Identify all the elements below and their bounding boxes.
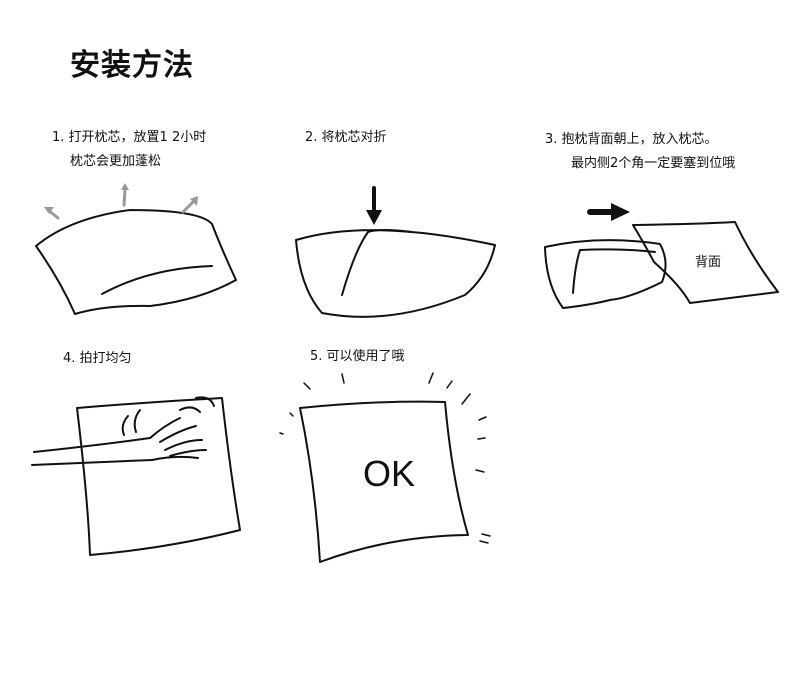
insert-arrow-icon — [587, 203, 630, 221]
step-3-insert-illustration — [544, 239, 667, 309]
step-3-cover-illustration — [632, 221, 779, 304]
step-1-pillow-illustration — [35, 209, 237, 315]
step-5-line1: 5. 可以使用了哦 — [310, 349, 405, 364]
step-4-line1: 4. 拍打均匀 — [63, 351, 132, 366]
fold-arrow-icon — [366, 186, 382, 225]
step-2-pillow-illustration — [295, 229, 496, 318]
step-3-line1: 3. 抱枕背面朝上，放入枕芯。 — [545, 132, 718, 147]
ok-label: OK — [363, 453, 415, 494]
step-4-caption: 4. 拍打均匀 — [63, 347, 132, 371]
patting-hand-illustration — [31, 396, 215, 466]
step-4-pillow-illustration — [76, 397, 241, 556]
page-title: 安装方法 — [70, 48, 194, 83]
step-1-line1: 1. 打开枕芯，放置1 2小时 — [52, 130, 207, 145]
step-5-caption: 5. 可以使用了哦 — [310, 345, 405, 369]
shine-lines-icon — [279, 372, 491, 544]
fluff-arrow-icon — [46, 188, 195, 220]
step-3-caption: 3. 抱枕背面朝上，放入枕芯。 最内侧2个角一定要塞到位哦 — [545, 128, 735, 176]
step-2-caption: 2. 将枕芯对折 — [305, 126, 387, 150]
step-3-line2: 最内侧2个角一定要塞到位哦 — [571, 156, 736, 171]
step-2-line1: 2. 将枕芯对折 — [305, 130, 387, 145]
back-side-label: 背面 — [695, 255, 721, 270]
step-1-line2: 枕芯会更加蓬松 — [70, 154, 162, 169]
fluff-arrowheads — [44, 183, 198, 214]
step-5-pillow-illustration — [299, 400, 469, 563]
step-1-caption: 1. 打开枕芯，放置1 2小时 枕芯会更加蓬松 — [52, 126, 206, 174]
